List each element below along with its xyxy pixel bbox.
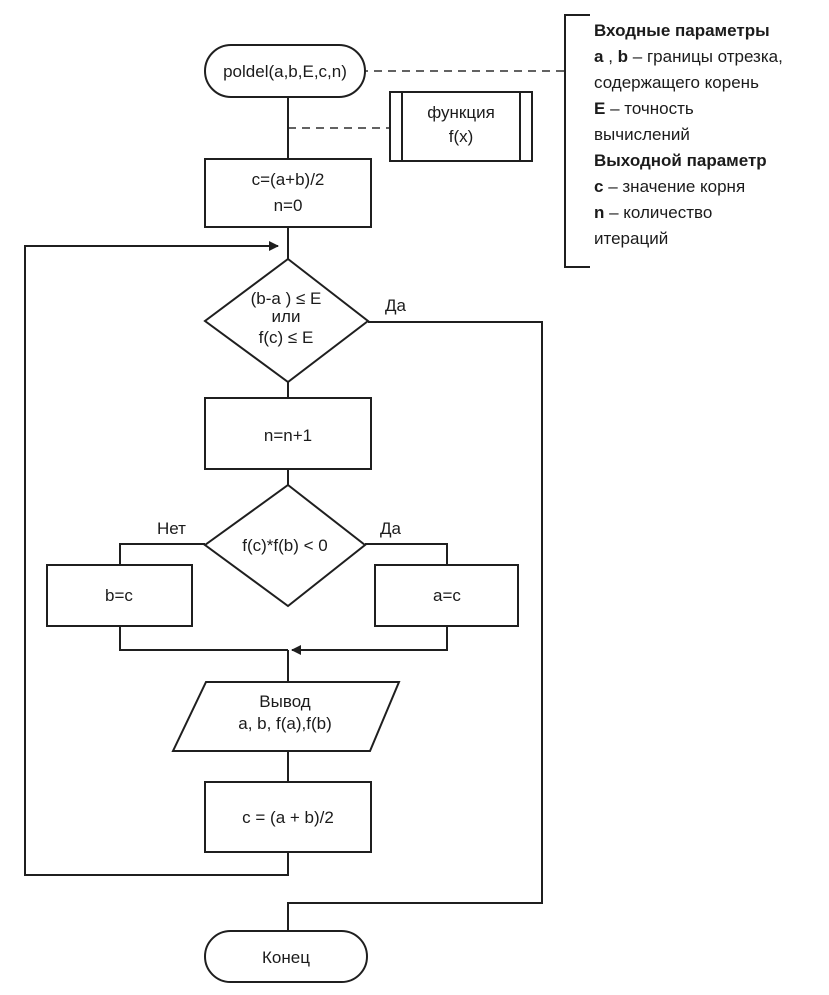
annotation-c-key: c — [594, 177, 603, 196]
recalc-label: c = (a + b)/2 — [242, 808, 334, 827]
recalc-process — [204, 781, 372, 853]
annotation-ab-description: – границы отрезка, — [633, 47, 783, 66]
increment-label: n=n+1 — [264, 426, 312, 445]
sign-no-label: Нет — [157, 519, 186, 538]
function-block-label: функция — [427, 103, 495, 122]
function-block — [389, 91, 533, 162]
output-line1: Вывод — [259, 692, 310, 711]
assign-a-process — [374, 564, 519, 627]
start-terminator-label: poldel(a,b,E,c,n) — [223, 62, 347, 81]
connector-cond2-yes — [365, 543, 448, 565]
end-terminator — [204, 930, 368, 983]
tolerance-decision-line1: (b-a ) ≤ E — [251, 289, 322, 308]
annotation-ab-separator: , — [608, 47, 617, 66]
annotation-output-heading: Выходной параметр — [594, 151, 767, 170]
annotation-e-line: E – точность — [594, 99, 694, 118]
annotation-e-description: – точность — [610, 99, 694, 118]
annotation-input-heading: Входные параметры — [594, 21, 770, 40]
tolerance-yes-label: Да — [385, 296, 407, 315]
tolerance-decision-line3: f(c) ≤ E — [259, 328, 314, 347]
annotation-e-description-line2: вычислений — [594, 125, 690, 144]
yes-exit-line — [287, 321, 543, 931]
sign-decision — [203, 483, 367, 608]
assign-b-label: b=c — [105, 586, 133, 605]
init-line2: n=0 — [274, 196, 303, 215]
loop-back-line — [24, 241, 289, 876]
output-io — [171, 681, 401, 752]
annotation-n-description: – количество — [609, 203, 712, 222]
increment-process — [204, 397, 372, 470]
init-process — [204, 158, 372, 228]
annotation-ab-line: a , b – границы отрезка, — [594, 47, 783, 66]
tolerance-decision — [203, 257, 370, 384]
annotation-ab-description-line2: содержащего корень — [594, 73, 759, 92]
init-line1: c=(a+b)/2 — [252, 170, 325, 189]
sign-decision-label: f(c)*f(b) < 0 — [242, 536, 328, 555]
assign-a-label: a=c — [433, 586, 461, 605]
connector-left-merge — [119, 626, 288, 651]
connector-right-merge — [291, 626, 448, 655]
annotation-n-line: n – количество — [594, 203, 712, 222]
annotation-a-key: a — [594, 47, 604, 66]
sign-yes-label: Да — [380, 519, 402, 538]
annotation-n-key: n — [594, 203, 604, 222]
annotation-b-key: b — [618, 47, 628, 66]
annotation-c-line: c – значение корня — [594, 177, 745, 196]
start-terminator — [204, 44, 366, 98]
annotation-c-description: – значение корня — [608, 177, 745, 196]
tolerance-decision-line2: или — [272, 307, 301, 326]
function-block-sublabel: f(x) — [449, 127, 474, 146]
connector-cond2-no — [119, 543, 205, 565]
output-line2: a, b, f(a),f(b) — [238, 714, 332, 733]
annotation-n-description-line2: итераций — [594, 229, 668, 248]
annotation-bracket — [564, 14, 590, 268]
annotation-e-key: E — [594, 99, 605, 118]
end-terminator-label: Конец — [262, 948, 310, 967]
assign-b-process — [46, 564, 193, 627]
